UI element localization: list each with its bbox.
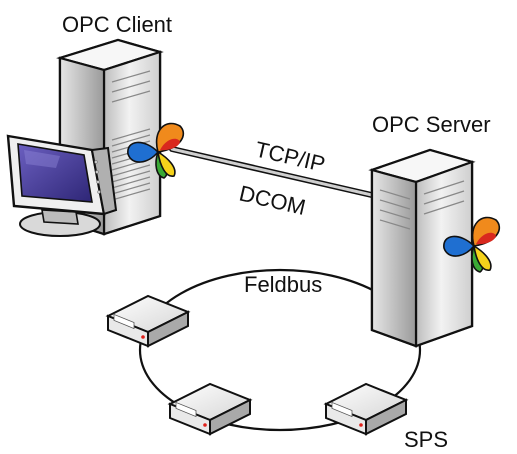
field-device-icon xyxy=(107,295,189,347)
client-computer-icon xyxy=(6,38,164,237)
plc-label: SPS xyxy=(404,427,448,452)
server-computer-icon xyxy=(368,148,476,348)
client-screen xyxy=(17,143,93,203)
client-label: OPC Client xyxy=(62,12,172,37)
plc-device-icon xyxy=(325,383,407,435)
protocol-dcom-label: DCOM xyxy=(237,181,308,220)
network-cable xyxy=(169,146,379,199)
server-label: OPC Server xyxy=(372,112,491,137)
fieldbus-label: Feldbus xyxy=(244,272,322,297)
fieldbus-ring xyxy=(138,268,422,432)
